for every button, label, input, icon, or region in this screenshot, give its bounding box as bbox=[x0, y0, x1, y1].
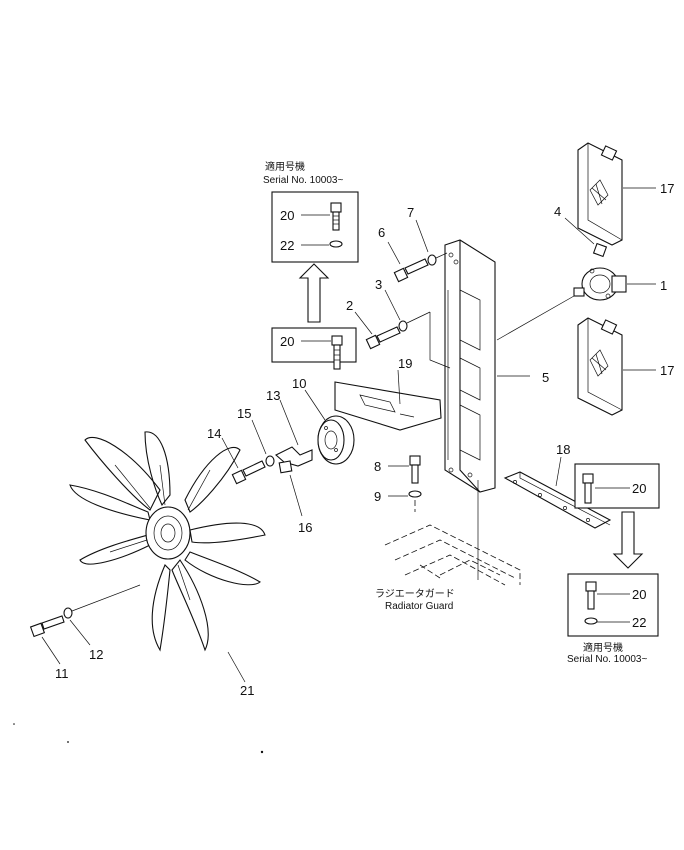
callout-4: 4 bbox=[554, 204, 561, 219]
washer-3 bbox=[398, 320, 408, 332]
serial-bottom-en: Serial No. 10003~ bbox=[567, 654, 647, 665]
callout-17-b: 17 bbox=[660, 363, 674, 378]
callout-14: 14 bbox=[207, 426, 221, 441]
caution-plate-17-bottom bbox=[577, 317, 623, 416]
bolt-20-top-box bbox=[330, 202, 342, 231]
callout-20-a: 20 bbox=[280, 208, 294, 223]
bolt-20-mid bbox=[331, 335, 343, 370]
bolt-8 bbox=[409, 455, 421, 484]
callout-1: 1 bbox=[660, 278, 667, 293]
washer-7 bbox=[427, 254, 437, 266]
bracket-19 bbox=[334, 381, 442, 431]
bracket-18 bbox=[503, 471, 612, 529]
pulley-spacer-10 bbox=[317, 415, 355, 465]
down-arrow bbox=[612, 511, 644, 569]
caution-plate-17-top bbox=[577, 142, 623, 246]
nut-4 bbox=[592, 242, 608, 258]
callout-5: 5 bbox=[542, 370, 549, 385]
callout-13: 13 bbox=[266, 388, 280, 403]
callout-20-d: 20 bbox=[632, 587, 646, 602]
callout-6: 6 bbox=[378, 225, 385, 240]
callout-18: 18 bbox=[556, 442, 570, 457]
cooling-fan-21 bbox=[69, 431, 266, 652]
callout-15: 15 bbox=[237, 406, 251, 421]
up-arrow bbox=[298, 263, 330, 323]
serial-box-top bbox=[271, 191, 359, 263]
callout-2: 2 bbox=[346, 298, 353, 313]
radiator-guard-outline bbox=[384, 480, 521, 586]
washer-22-bottom-box bbox=[584, 617, 598, 625]
bolt-14 bbox=[231, 460, 266, 485]
washer-15 bbox=[265, 455, 275, 467]
bolt-11 bbox=[29, 615, 65, 638]
bolt-2 bbox=[365, 326, 401, 350]
callout-7: 7 bbox=[407, 205, 414, 220]
callout-20-b: 20 bbox=[280, 334, 294, 349]
callout-9: 9 bbox=[374, 489, 381, 504]
callout-16: 16 bbox=[298, 520, 312, 535]
serial-top-en: Serial No. 10003~ bbox=[263, 175, 343, 186]
radiator-guard-jp: ラジエータガード bbox=[375, 588, 455, 600]
callout-12: 12 bbox=[89, 647, 103, 662]
callout-19: 19 bbox=[398, 356, 412, 371]
fan-shroud-frame-5 bbox=[444, 239, 496, 493]
callout-22-b: 22 bbox=[632, 615, 646, 630]
fan-drive-1 bbox=[573, 267, 627, 301]
bolt-6 bbox=[393, 258, 429, 283]
serial-bottom-jp: 適用号機 bbox=[583, 641, 623, 654]
callout-10: 10 bbox=[292, 376, 306, 391]
bolt-20-bottom-box bbox=[585, 581, 597, 610]
serial-box-bottom bbox=[567, 573, 659, 637]
callout-8: 8 bbox=[374, 459, 381, 474]
washer-9 bbox=[408, 490, 422, 498]
callout-20-c: 20 bbox=[632, 481, 646, 496]
callout-17-a: 17 bbox=[660, 181, 674, 196]
washer-12 bbox=[63, 607, 73, 619]
callout-21: 21 bbox=[240, 683, 254, 698]
washer-22-top-box bbox=[329, 240, 343, 248]
bolt-20-right bbox=[582, 473, 594, 504]
callout-11: 11 bbox=[55, 666, 69, 681]
serial-top-jp: 適用号機 bbox=[265, 160, 305, 173]
callout-22-a: 22 bbox=[280, 238, 294, 253]
callout-3: 3 bbox=[375, 277, 382, 292]
radiator-guard-en: Radiator Guard bbox=[385, 601, 453, 612]
nut-16 bbox=[278, 460, 293, 474]
